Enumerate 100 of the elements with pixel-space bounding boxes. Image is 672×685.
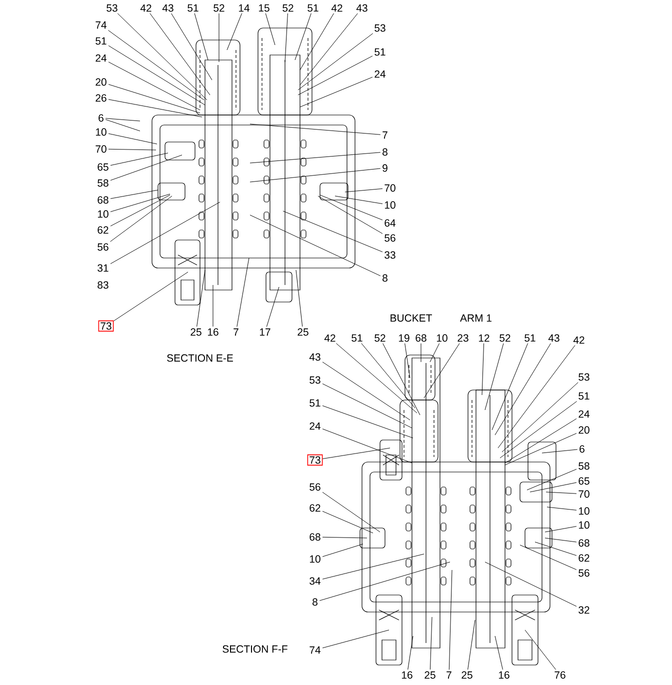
leader-line <box>424 343 460 398</box>
callout-number: 8 <box>382 148 388 156</box>
leader-line <box>108 84 200 114</box>
callout-number: 12 <box>478 334 490 342</box>
callout-number: 51 <box>96 37 106 45</box>
leader-line <box>110 152 168 166</box>
leader-line <box>105 118 140 122</box>
callout-number: 34 <box>310 577 320 585</box>
valve-name: BUCKET <box>390 314 432 322</box>
leader-line <box>504 418 577 464</box>
leader-line <box>108 99 202 118</box>
callout-number: 70 <box>578 490 590 498</box>
callout-number: 43 <box>162 4 174 12</box>
callout-number: 10 <box>310 555 320 563</box>
callout-number: 10 <box>96 128 106 136</box>
leader-line <box>212 284 214 327</box>
leader-line <box>468 620 476 670</box>
leader-line <box>361 343 416 408</box>
leader-line <box>322 362 410 420</box>
callout-number: 68 <box>578 539 590 547</box>
leader-line <box>542 449 578 454</box>
callout-number: 23 <box>458 334 468 342</box>
callout-number: 26 <box>96 94 106 102</box>
leader-line <box>108 148 156 150</box>
callout-number: 53 <box>374 24 386 32</box>
leader-line <box>150 13 210 96</box>
callout-number: 68 <box>416 334 426 342</box>
leader-line <box>322 630 390 648</box>
callout-number: 7 <box>382 131 388 139</box>
callout-number: 33 <box>384 251 396 259</box>
leader-line <box>110 196 172 242</box>
callout-number: 58 <box>98 179 108 187</box>
leader-line <box>534 542 577 556</box>
callout-number: 7 <box>234 328 238 336</box>
leader-line <box>296 270 303 327</box>
leader-line <box>282 210 383 252</box>
leader-line <box>494 636 503 670</box>
leader-line <box>544 538 577 542</box>
callout-number: 43 <box>548 334 560 342</box>
callout-number: 6 <box>98 114 104 122</box>
leader-line <box>322 448 390 460</box>
callout-number: 24 <box>578 410 590 418</box>
callout-number: 8 <box>312 598 318 606</box>
leader-line <box>492 343 528 430</box>
callout-number: 6 <box>580 445 584 453</box>
leader-line <box>404 343 410 378</box>
callout-number: 51 <box>374 48 386 56</box>
callout-number: 62 <box>578 554 590 562</box>
leader-line <box>236 258 250 327</box>
callout-number: 25 <box>298 328 308 336</box>
leader-line <box>226 13 242 50</box>
callout-number: 74 <box>310 646 320 654</box>
leader-line <box>294 13 312 60</box>
leader-line <box>298 33 374 90</box>
callout-number: 73 <box>98 320 114 332</box>
valve-name: ARM 1 <box>460 314 492 322</box>
callout-number: 9 <box>382 164 388 172</box>
callout-number: 19 <box>398 334 410 342</box>
leader-line <box>546 506 577 510</box>
leader-line <box>250 168 381 182</box>
callout-number: 24 <box>96 54 106 62</box>
leader-line <box>108 45 206 106</box>
callout-number: 25 <box>424 671 436 679</box>
callout-number: 42 <box>324 334 336 342</box>
callout-number: 20 <box>96 78 106 86</box>
callout-number: 70 <box>384 184 396 192</box>
leader-line <box>482 343 484 396</box>
callout-number: 51 <box>188 4 198 12</box>
callout-number: 43 <box>356 4 368 12</box>
leader-line <box>494 343 551 436</box>
leader-line <box>266 286 280 327</box>
leader-line <box>322 536 368 538</box>
callout-number: 17 <box>260 328 270 336</box>
leader-line <box>334 196 383 204</box>
callout-number: 32 <box>578 606 590 614</box>
callout-number: 10 <box>98 210 108 218</box>
callout-number: 56 <box>310 483 320 491</box>
callout-number: 42 <box>140 4 152 12</box>
callout-number: 31 <box>98 264 108 272</box>
callout-number: 8 <box>382 274 388 282</box>
callout-number: 25 <box>462 671 472 679</box>
leader-line <box>504 433 577 466</box>
leader-line <box>318 196 383 234</box>
callout-number: 51 <box>352 334 362 342</box>
leader-line <box>448 570 452 670</box>
leader-line <box>108 133 158 144</box>
leader-line <box>300 13 358 86</box>
callout-number: 51 <box>578 392 590 400</box>
callout-number: 56 <box>384 234 396 242</box>
callout-number: 76 <box>554 671 566 679</box>
leader-line <box>113 272 188 322</box>
callout-number: 53 <box>106 4 118 12</box>
callout-number: 42 <box>331 4 342 12</box>
callout-number: 10 <box>436 334 448 342</box>
leader-line <box>117 13 208 100</box>
callout-number: 52 <box>374 334 386 342</box>
leader-line <box>110 194 170 226</box>
callout-number: 64 <box>384 219 396 227</box>
leader-line <box>110 202 220 264</box>
callout-number: 52 <box>282 4 294 12</box>
